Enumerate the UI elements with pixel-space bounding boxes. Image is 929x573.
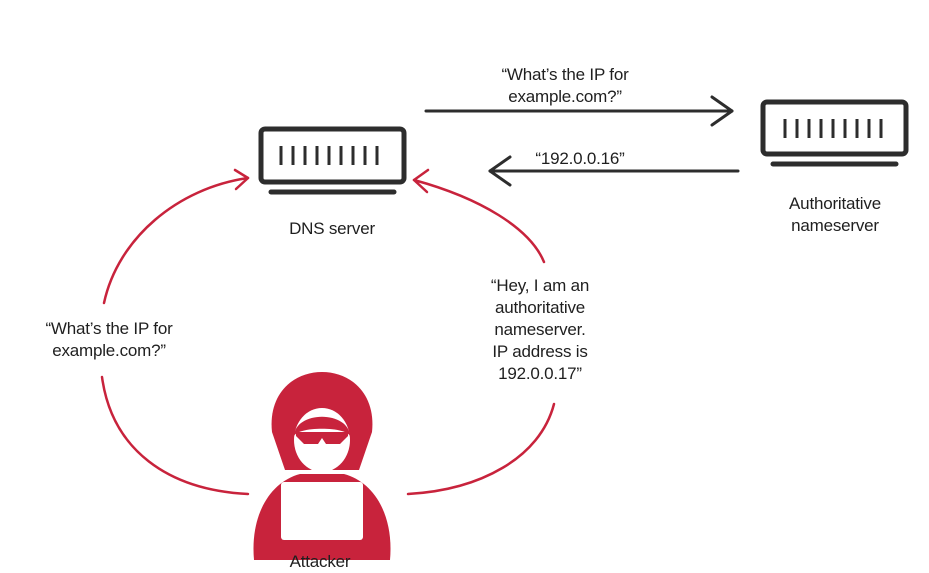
attacker-query-message: “What’s the IP for example.com?” — [14, 318, 204, 362]
query-message-line-1: “What’s the IP for — [501, 65, 629, 84]
attacker-label: Attacker — [250, 551, 390, 573]
spoofed-reply-line-5: 192.0.0.17” — [498, 364, 582, 383]
reply-message-text: “192.0.0.16” — [535, 149, 625, 168]
spoofed-reply-line-1: “Hey, I am an — [490, 276, 590, 295]
dns-server-icon — [258, 126, 407, 195]
authoritative-label-line-1: Authoritative — [789, 194, 881, 213]
query-message: “What’s the IP for example.com?” — [460, 64, 670, 108]
attacker-label-text: Attacker — [289, 552, 351, 571]
spoofed-reply-message: “Hey, I am an authoritative nameserver. … — [450, 275, 630, 385]
dns-server-label-text: DNS server — [289, 219, 375, 238]
spoofed-reply-line-3: nameserver. — [494, 320, 586, 339]
dns-server-label: DNS server — [262, 218, 402, 240]
attacker-query-line-2: example.com?” — [52, 341, 166, 360]
authoritative-label-line-2: nameserver — [791, 216, 879, 235]
spoofed-reply-line-4: IP address is — [492, 342, 588, 361]
spoofed-reply-arrow — [406, 168, 556, 496]
query-arrow — [424, 95, 734, 127]
reply-arrow — [488, 155, 740, 187]
attacker-query-arrow — [100, 168, 250, 496]
attacker-query-line-1: “What’s the IP for — [45, 319, 173, 338]
reply-message: “192.0.0.16” — [500, 148, 660, 170]
attacker-icon — [253, 372, 391, 560]
query-message-line-2: example.com?” — [508, 87, 622, 106]
authoritative-nameserver-label: Authoritative nameserver — [760, 193, 910, 237]
authoritative-nameserver-icon — [760, 99, 909, 167]
spoofed-reply-line-2: authoritative — [494, 298, 585, 317]
